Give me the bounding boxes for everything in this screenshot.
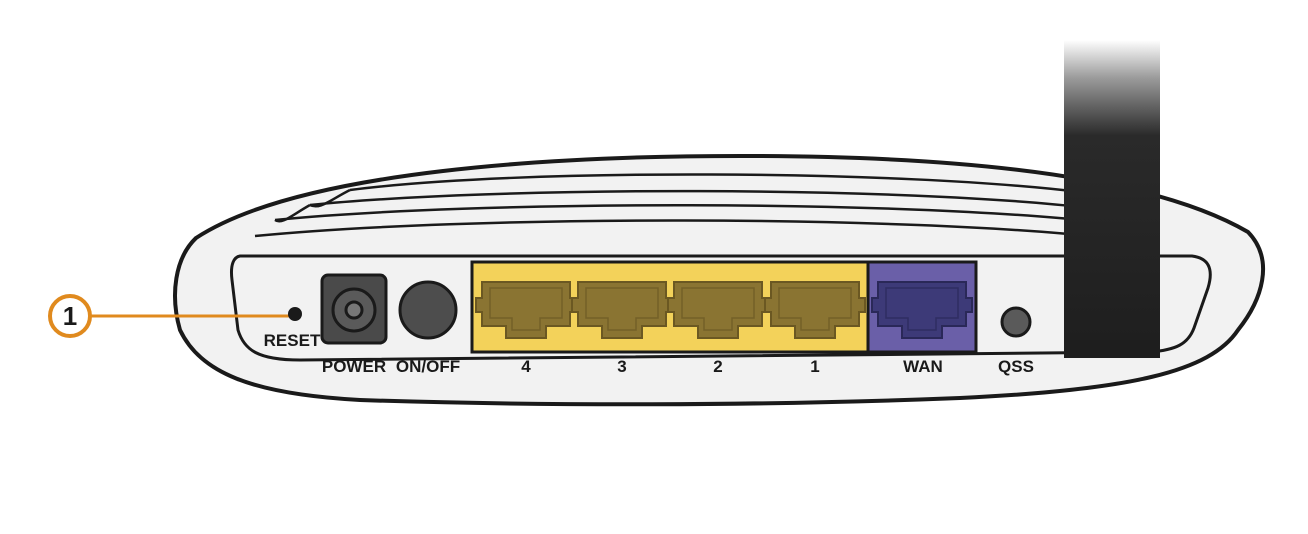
antenna (1064, 40, 1160, 358)
lan2-label: 2 (713, 357, 722, 376)
power-jack[interactable] (320, 273, 388, 345)
lan4-label: 4 (521, 357, 531, 376)
qss-label: QSS (998, 357, 1034, 376)
wan-port[interactable] (871, 281, 973, 339)
lan1-label: 1 (810, 357, 819, 376)
callout-1: 1 (48, 294, 292, 338)
qss-button[interactable] (1000, 306, 1032, 338)
lan-ports (475, 281, 866, 339)
lan3-label: 3 (617, 357, 626, 376)
power-label: POWER (322, 357, 386, 376)
body-ridges (254, 173, 1111, 240)
onoff-label: ON/OFF (396, 357, 460, 376)
reset-button[interactable] (288, 307, 302, 321)
lan-port-1[interactable] (764, 281, 866, 339)
onoff-button[interactable] (398, 280, 458, 340)
reset-label: RESET (264, 331, 321, 350)
wan-port-socket[interactable] (871, 281, 973, 339)
wan-label: WAN (903, 357, 943, 376)
callout-number: 1 (63, 301, 77, 331)
